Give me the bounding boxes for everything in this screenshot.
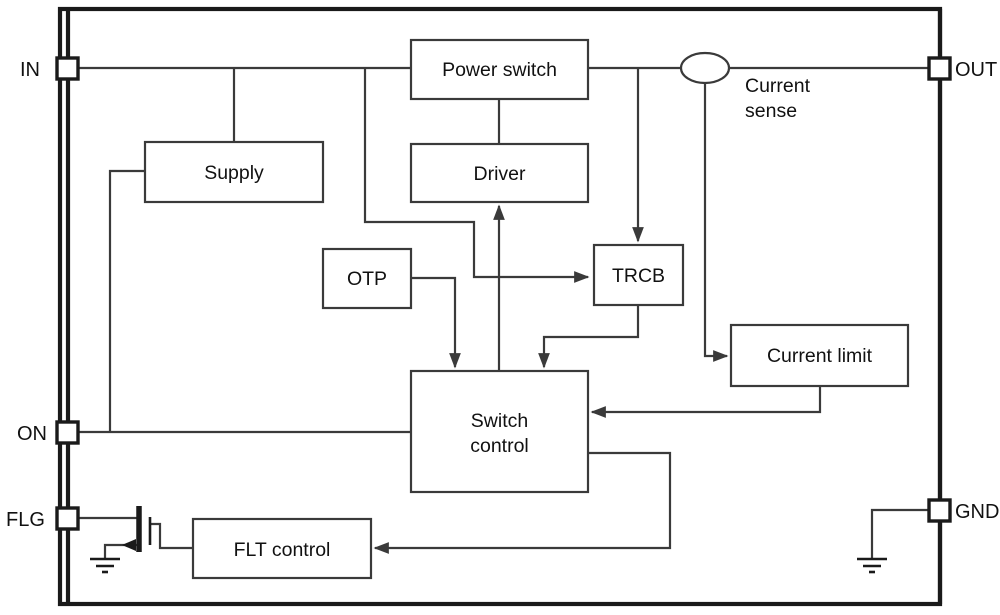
wire-in-to-trcb: [363, 68, 590, 283]
wire-switch-control-to-flt-control: [373, 451, 672, 554]
flg-ground-icon: [90, 557, 120, 574]
wire-flt-control-to-fet-gate: [150, 522, 193, 550]
block-switch-control[interactable]: Switch control: [409, 369, 590, 494]
current-sense-label-line2: sense: [745, 100, 797, 122]
block-otp-rect: [321, 247, 413, 310]
pin-out-square: [927, 56, 952, 81]
pin-in-label: IN: [20, 59, 40, 81]
block-trcb[interactable]: TRCB: [592, 243, 685, 307]
block-otp[interactable]: OTP: [321, 247, 413, 310]
block-current-limit[interactable]: Current limit: [729, 323, 910, 388]
block-otp-label: OTP: [347, 268, 387, 290]
block-current-limit-rect: [729, 323, 910, 388]
block-trcb-rect: [592, 243, 685, 307]
block-driver-rect: [409, 142, 590, 204]
pin-in-square: [55, 56, 80, 81]
pin-flg-square: [55, 506, 80, 531]
block-flt-control[interactable]: FLT control: [191, 517, 373, 580]
gnd-ground-icon: [857, 557, 887, 574]
current-sense-ellipse-icon: [679, 51, 731, 85]
wire-otp-to-switch-control: [411, 276, 461, 369]
pin-flg-label: FLG: [6, 509, 45, 531]
pin-on[interactable]: ON: [17, 420, 80, 445]
pin-gnd-square: [927, 498, 952, 523]
block-flt-control-label: FLT control: [234, 539, 331, 561]
wire-gnd-to-ground-symbol: [870, 508, 929, 559]
wire-supply-to-on-rail: [108, 169, 145, 432]
flg-nmos-transistor-icon: [122, 506, 152, 552]
pin-out-label: OUT: [955, 59, 997, 81]
block-switch-control-label-line2: control: [470, 435, 529, 457]
pin-gnd-label: GND: [955, 501, 999, 523]
block-switch-control-rect: [409, 369, 590, 494]
block-power-switch[interactable]: Power switch: [409, 38, 590, 101]
pin-flg[interactable]: FLG: [6, 506, 80, 531]
block-driver[interactable]: Driver: [409, 142, 590, 204]
pin-out[interactable]: OUT: [927, 56, 997, 81]
block-power-switch-label: Power switch: [442, 59, 557, 81]
fet-source-arrow: [122, 539, 136, 551]
wire-trcb-to-switch-control: [538, 305, 640, 369]
pin-in[interactable]: IN: [20, 56, 80, 81]
pin-gnd[interactable]: GND: [927, 498, 999, 523]
block-supply-rect: [143, 140, 325, 204]
wire-current-limit-to-switch-control: [590, 386, 822, 418]
wire-current-sense-to-current-limit: [703, 83, 729, 362]
block-trcb-label: TRCB: [612, 265, 665, 287]
block-supply-label: Supply: [204, 162, 264, 184]
block-current-limit-label: Current limit: [767, 345, 873, 367]
pin-on-square: [55, 420, 80, 445]
current-sense-label-line1: Current: [745, 75, 811, 97]
block-driver-label: Driver: [474, 163, 527, 185]
pin-on-label: ON: [17, 423, 47, 445]
block-switch-control-label-line1: Switch: [471, 410, 528, 432]
block-supply[interactable]: Supply: [143, 140, 325, 204]
block-power-switch-rect: [409, 38, 590, 101]
block-flt-control-rect: [191, 517, 373, 580]
